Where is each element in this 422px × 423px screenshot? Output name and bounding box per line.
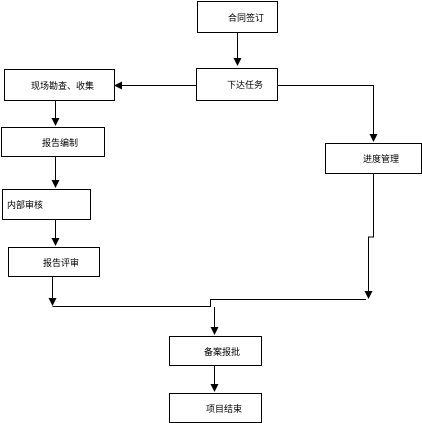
node-label: 进度管理: [363, 155, 400, 165]
node-internal-review: 内部审核: [2, 189, 91, 220]
node-label: 报告评审: [43, 258, 80, 269]
node-contract-signing: 合同签订: [197, 1, 278, 33]
node-label: 合同签订: [228, 13, 265, 24]
node-progress-management: 进度管理: [325, 143, 422, 174]
arrow-progress-down: [364, 174, 374, 299]
node-label: 内部审核: [7, 201, 44, 211]
merge-line: [52, 299, 366, 307]
node-label: 备案报批: [204, 347, 241, 358]
node-label: 下达任务: [227, 81, 264, 91]
node-assign-task: 下达任务: [196, 68, 278, 101]
node-project-end: 项目结束: [169, 393, 262, 423]
node-label: 现场勘查、收集: [31, 81, 95, 92]
node-filing-approval: 备案报批: [169, 336, 262, 366]
node-report-compilation: 报告编制: [1, 127, 105, 157]
node-report-evaluation: 报告评审: [8, 247, 100, 277]
node-label: 报告编制: [42, 138, 79, 149]
arrow-assign-to-progress: [278, 85, 378, 142]
node-label: 项目结束: [206, 404, 243, 415]
node-site-survey-collection: 现场勘查、收集: [4, 69, 115, 101]
